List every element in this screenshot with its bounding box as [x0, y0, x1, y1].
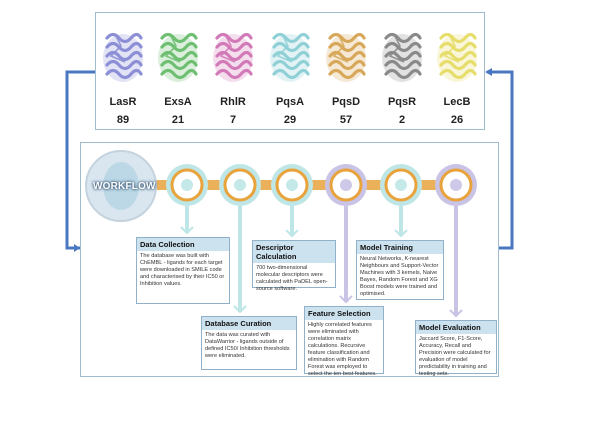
protein-structure-exsa: [158, 32, 198, 82]
workflow-step-6: [435, 164, 477, 318]
protein-name-pqsa: PqsA: [275, 96, 305, 108]
protein-structure-rhlr: [213, 32, 253, 82]
step-arrowhead: [233, 305, 247, 314]
card-data-collection: Data Collection The database was built w…: [136, 237, 230, 304]
connector-left: [65, 70, 95, 250]
protein-structure-pqsa: [270, 32, 310, 82]
card-title: Descriptor Calculation: [253, 241, 335, 263]
protein-count-lasr: 89: [116, 114, 130, 126]
step-icon: [234, 179, 246, 191]
connector-left-arrowhead: [74, 244, 80, 252]
protein-structure-lasr: [103, 32, 143, 82]
card-database-curation: Database Curation The data was curated w…: [201, 316, 297, 370]
card-body: 700 two-dimensional molecular descriptor…: [256, 265, 328, 292]
protein-structure-pqsd: [326, 32, 366, 82]
protein-targets-panel: [95, 12, 485, 130]
workflow-step-3: [271, 164, 313, 238]
card-body: Jaccard Score, F1-Score, Accuracy, Recal…: [419, 336, 491, 377]
card-model-training: Model Training Neural Networks, K-neares…: [356, 240, 444, 300]
protein-structure-pqsr: [382, 32, 422, 82]
step-icon: [181, 179, 193, 191]
protein-count-exsa: 21: [171, 114, 185, 126]
protein-count-pqsr: 2: [398, 114, 406, 126]
card-title: Model Evaluation: [416, 321, 496, 334]
card-feature-selection: Feature Selection Highly correlated feat…: [304, 306, 384, 377]
card-title: Feature Selection: [305, 307, 383, 320]
workflow-label: WORKFLOW: [93, 181, 156, 192]
card-title: Model Training: [357, 241, 443, 254]
connector-right-arrowhead: [485, 68, 492, 76]
workflow-start-protein: [103, 162, 139, 210]
step-icon: [286, 179, 298, 191]
protein-count-pqsa: 29: [283, 114, 297, 126]
step-icon: [340, 179, 352, 191]
protein-name-lasr: LasR: [109, 96, 137, 108]
protein-name-rhlr: RhlR: [220, 96, 246, 108]
step-icon: [395, 179, 407, 191]
card-body: The data was curated with DataWarrior - …: [205, 332, 290, 359]
step-arrowhead: [180, 226, 194, 235]
card-title: Database Curation: [202, 317, 296, 330]
protein-name-pqsd: PqsD: [331, 96, 361, 108]
card-descriptor-calculation: Descriptor Calculation 700 two-dimension…: [252, 240, 336, 292]
card-body: Highly correlated features were eliminat…: [308, 322, 377, 377]
workflow-step-1: [166, 164, 208, 235]
protein-count-lecb: 26: [450, 114, 464, 126]
card-title: Data Collection: [137, 238, 229, 251]
step-arrowhead: [449, 309, 463, 318]
protein-name-pqsr: PqsR: [387, 96, 417, 108]
protein-name-exsa: ExsA: [164, 96, 192, 108]
connector-right: [487, 70, 514, 250]
step-icon: [450, 179, 462, 191]
card-body: The database was built with ChEMBL - lig…: [140, 253, 225, 287]
step-arrowhead: [285, 229, 299, 238]
protein-structure-lecb: [437, 32, 477, 82]
workflow-step-2: [219, 164, 261, 314]
protein-name-lecb: LecB: [443, 96, 471, 108]
workflow-step-4: [325, 164, 367, 304]
workflow-step-5: [380, 164, 422, 238]
card-body: Neural Networks, K-nearest Neighbours an…: [360, 256, 439, 297]
protein-count-rhlr: 7: [229, 114, 237, 126]
step-arrowhead: [339, 295, 353, 304]
card-model-evaluation: Model Evaluation Jaccard Score, F1-Score…: [415, 320, 497, 377]
step-arrowhead: [394, 229, 408, 238]
protein-count-pqsd: 57: [339, 114, 353, 126]
